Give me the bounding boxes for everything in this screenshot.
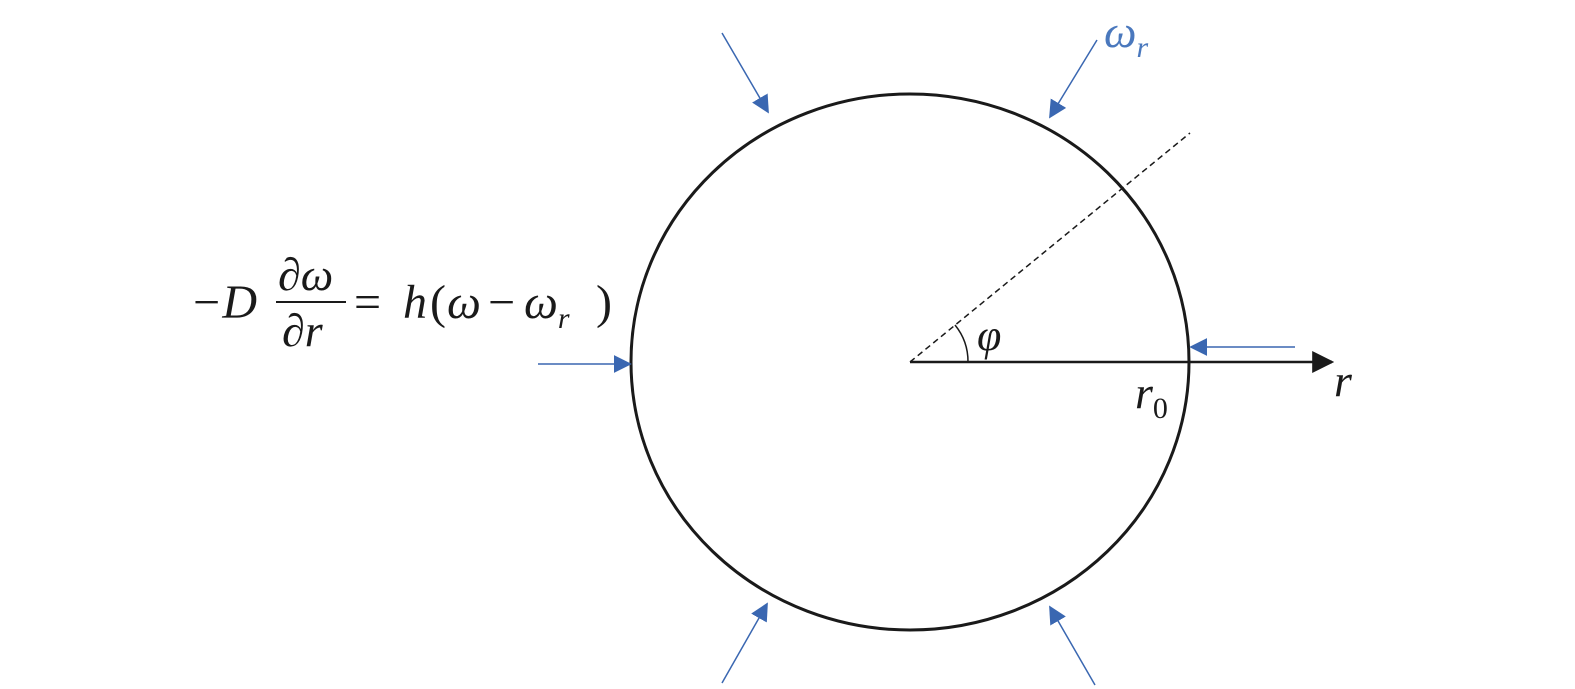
r0-main: r bbox=[1135, 367, 1154, 418]
omega-r-label: ωr bbox=[1104, 6, 1148, 64]
eq-h: h bbox=[403, 276, 427, 329]
eq-denominator: ∂r bbox=[282, 305, 324, 356]
r-axis-label: r bbox=[1334, 355, 1353, 406]
eq-omega-r-main: ω bbox=[524, 276, 558, 329]
boundary-condition-equation: −D ∂ω ∂r = h ( ω − ωr ) bbox=[190, 249, 612, 356]
arrow-bottom-right bbox=[1049, 605, 1096, 686]
eq-minus: − bbox=[488, 276, 515, 329]
eq-omega-r-sub: r bbox=[558, 302, 570, 335]
eq-numerator: ∂ω bbox=[278, 249, 333, 300]
phi-label: φ bbox=[977, 311, 1001, 360]
omega-r-sub: r bbox=[1136, 31, 1148, 64]
angle-ray-dashed bbox=[909, 132, 1191, 363]
eq-minus-D: −D bbox=[190, 276, 257, 329]
eq-paren-close: ) bbox=[596, 276, 612, 329]
eq-paren-open: ( bbox=[430, 276, 446, 329]
eq-equals: = bbox=[354, 276, 381, 329]
r0-label: r0 bbox=[1135, 367, 1168, 425]
arrow-bottom-left bbox=[721, 602, 768, 684]
r0-sub: 0 bbox=[1153, 392, 1168, 425]
angle-arc bbox=[954, 324, 969, 363]
omega-r-main: ω bbox=[1104, 6, 1136, 57]
eq-omega: ω bbox=[447, 276, 481, 329]
arrow-top-right bbox=[1049, 39, 1098, 119]
eq-omega-r: ωr bbox=[524, 276, 570, 335]
arrow-top-left bbox=[721, 32, 769, 114]
